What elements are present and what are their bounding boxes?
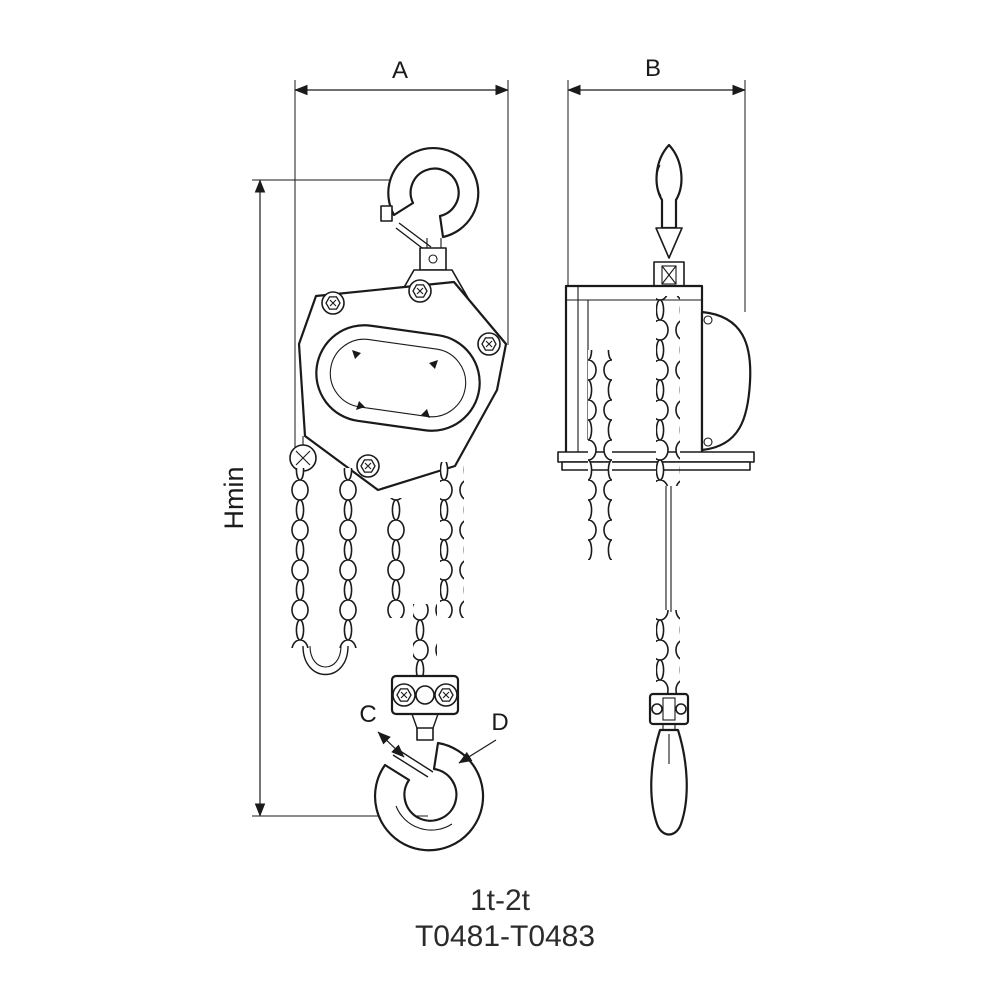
top-hook-side (653, 143, 685, 289)
bottom-block-bolt-left (392, 683, 416, 707)
caption-model-range: T0481-T0483 (415, 920, 595, 953)
load-chain-side-lower (656, 610, 680, 696)
caption-capacity: 1t-2t (470, 884, 531, 917)
load-chain-strand-center (413, 604, 437, 676)
dimension-d: D (458, 709, 509, 764)
top-bracket-inner (661, 265, 677, 285)
bolt-top-left (321, 291, 345, 315)
bolt-right (477, 332, 501, 356)
body-front (289, 279, 508, 492)
bottom-hook-body (374, 741, 485, 852)
caption: 1t-2t T0481-T0483 (415, 884, 595, 953)
cover-oval-outer (315, 324, 481, 432)
top-bracket-cross (661, 265, 677, 285)
hand-chain-strand-left (291, 468, 315, 648)
bottom-block-side-bolt-right (675, 703, 687, 715)
load-chain (386, 462, 464, 676)
bottom-hook-shank (416, 727, 434, 741)
bottom-hook-side (648, 692, 690, 836)
load-chain-side-upper (656, 296, 680, 486)
load-chain-strand-left (386, 498, 410, 618)
top-hook-shank-lines (426, 238, 442, 248)
cover-bolt-top (703, 315, 713, 325)
dim-d-leader (458, 739, 497, 764)
bottom-hook-side-body (650, 728, 688, 836)
bottom-hook-section-line (395, 805, 453, 831)
side-view (557, 143, 755, 836)
top-hook-latch (395, 222, 432, 252)
top-hook-body (387, 146, 480, 239)
bottom-hook-front (374, 674, 485, 852)
top-hook-latch-pivot (380, 205, 393, 222)
top-hook-front (380, 146, 480, 299)
dim-label-c: C (359, 701, 376, 728)
top-hook-pin (428, 254, 438, 264)
guide-wheel-cross (295, 450, 311, 466)
chains-side (588, 296, 680, 696)
dim-label-b: B (645, 55, 661, 82)
top-hook-swivel (419, 247, 447, 271)
cover-oval-inner (329, 338, 467, 418)
dimension-c: C (359, 701, 405, 758)
top-hook-side-tip (656, 164, 662, 197)
bottom-block-pin (415, 685, 435, 705)
hand-chain-loop-inner (309, 645, 342, 668)
bottom-block-bolt-right (434, 683, 458, 707)
housing-side-outline (564, 284, 704, 456)
dimension-b: B (567, 55, 746, 312)
load-chain-strand-right (440, 462, 464, 618)
bottom-block-side (648, 692, 690, 726)
hand-chain-side (588, 350, 612, 560)
bottom-block-side-bolt-left (651, 703, 663, 715)
bottom-block-side-inner (662, 697, 676, 721)
front-view (289, 146, 508, 852)
hand-chain-strand-right (336, 468, 360, 648)
load-chain-side-break-lines (665, 486, 672, 612)
handwheel-cover-side (700, 310, 752, 452)
top-hook-side-body (655, 143, 683, 230)
dim-label-hmin: Hmin (219, 466, 249, 529)
hand-chain (291, 468, 360, 675)
dim-c-leader (377, 731, 405, 758)
dimension-a: A (294, 57, 509, 455)
bolt-bottom (356, 454, 380, 478)
bolt-top-center (408, 279, 432, 303)
dim-label-a: A (392, 57, 408, 84)
dim-label-d: D (491, 709, 508, 736)
top-hook-side-wedge (655, 227, 683, 259)
hand-chain-loop-outer (302, 645, 349, 675)
cover-bolt-bottom (703, 437, 713, 447)
